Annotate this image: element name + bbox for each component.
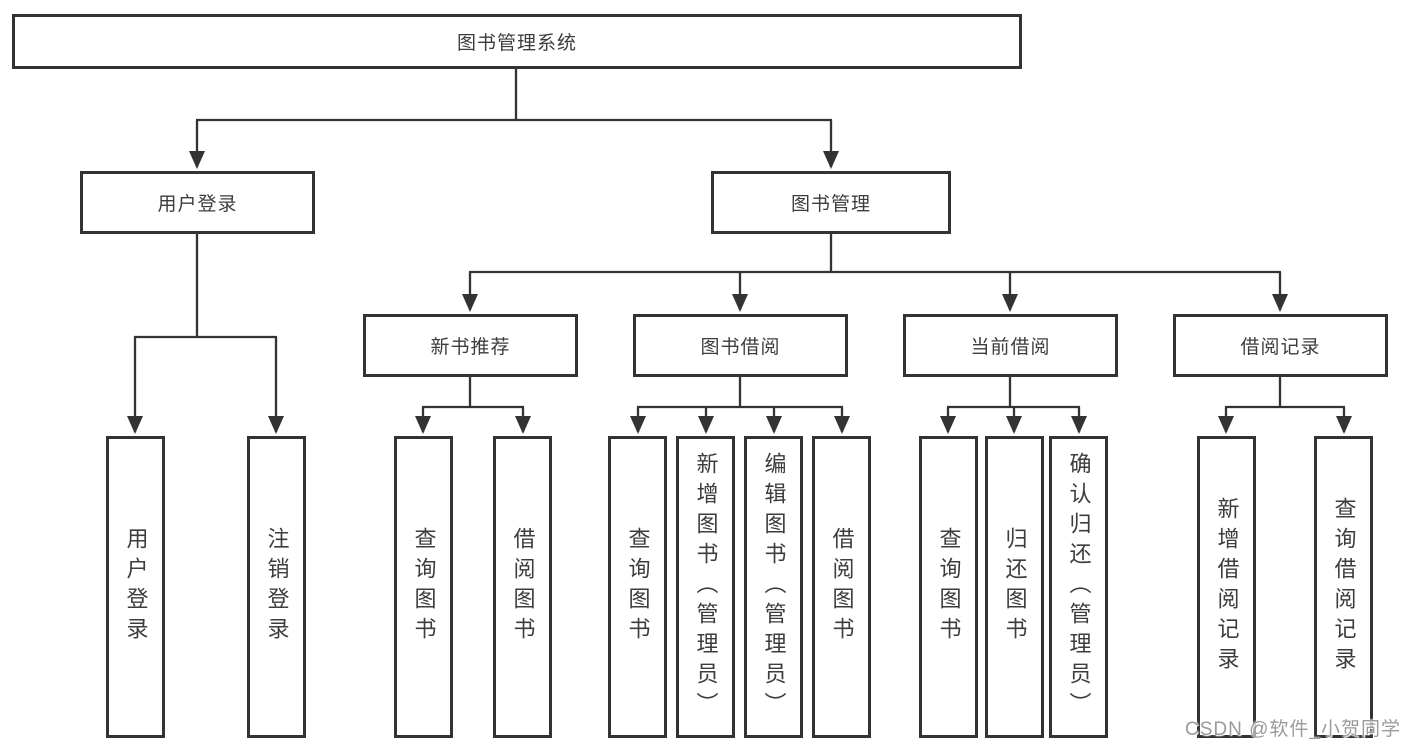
node-label: 用户登录	[157, 194, 238, 215]
node-label: 查询图书	[411, 527, 437, 647]
node-book-borrowing: 图书借阅	[633, 314, 848, 377]
node-label: 归还图书	[1002, 527, 1028, 647]
node-leaf-borrow-books-recommend: 借阅图书	[493, 436, 552, 738]
node-leaf-return-books: 归还图书	[985, 436, 1044, 738]
node-label: 查询借阅记录	[1331, 497, 1357, 677]
node-label: 图书管理	[790, 194, 871, 215]
node-leaf-query-books-recommend: 查询图书	[394, 436, 453, 738]
csdn-watermark: CSDN @软件_小贺同学	[1185, 719, 1401, 740]
node-leaf-edit-books-admin: 编辑图书（管理员）	[744, 436, 803, 738]
node-label: 编辑图书（管理员）	[761, 452, 787, 722]
node-label: 用户登录	[123, 527, 149, 647]
node-label: 图书管理系统	[456, 33, 577, 54]
node-leaf-borrow-books: 借阅图书	[812, 436, 871, 738]
node-label: 图书借阅	[700, 337, 781, 358]
node-leaf-query-books-current: 查询图书	[919, 436, 978, 738]
node-user-login: 用户登录	[80, 171, 315, 234]
node-current-borrowing: 当前借阅	[903, 314, 1118, 377]
node-label: 查询图书	[625, 527, 651, 647]
node-label: 借阅记录	[1240, 337, 1321, 358]
node-label: 新增图书（管理员）	[693, 452, 719, 722]
node-book-management: 图书管理	[711, 171, 951, 234]
node-label: 新增借阅记录	[1214, 497, 1240, 677]
node-leaf-add-books-admin: 新增图书（管理员）	[676, 436, 735, 738]
node-borrowing-records: 借阅记录	[1173, 314, 1388, 377]
node-label: 注销登录	[264, 527, 290, 647]
node-label: 新书推荐	[430, 337, 511, 358]
node-leaf-user-login: 用户登录	[106, 436, 165, 738]
node-leaf-logout: 注销登录	[247, 436, 306, 738]
node-leaf-query-borrow-record: 查询借阅记录	[1314, 436, 1373, 738]
node-label: 借阅图书	[510, 527, 536, 647]
node-label: 借阅图书	[829, 527, 855, 647]
node-book-management-system: 图书管理系统	[12, 14, 1022, 69]
node-label: 确认归还（管理员）	[1066, 452, 1092, 722]
node-label: 查询图书	[936, 527, 962, 647]
node-leaf-confirm-return-admin: 确认归还（管理员）	[1049, 436, 1108, 738]
node-leaf-add-borrow-record: 新增借阅记录	[1197, 436, 1256, 738]
node-label: 当前借阅	[970, 337, 1051, 358]
node-new-book-recommendation: 新书推荐	[363, 314, 578, 377]
node-leaf-query-books-borrow: 查询图书	[608, 436, 667, 738]
